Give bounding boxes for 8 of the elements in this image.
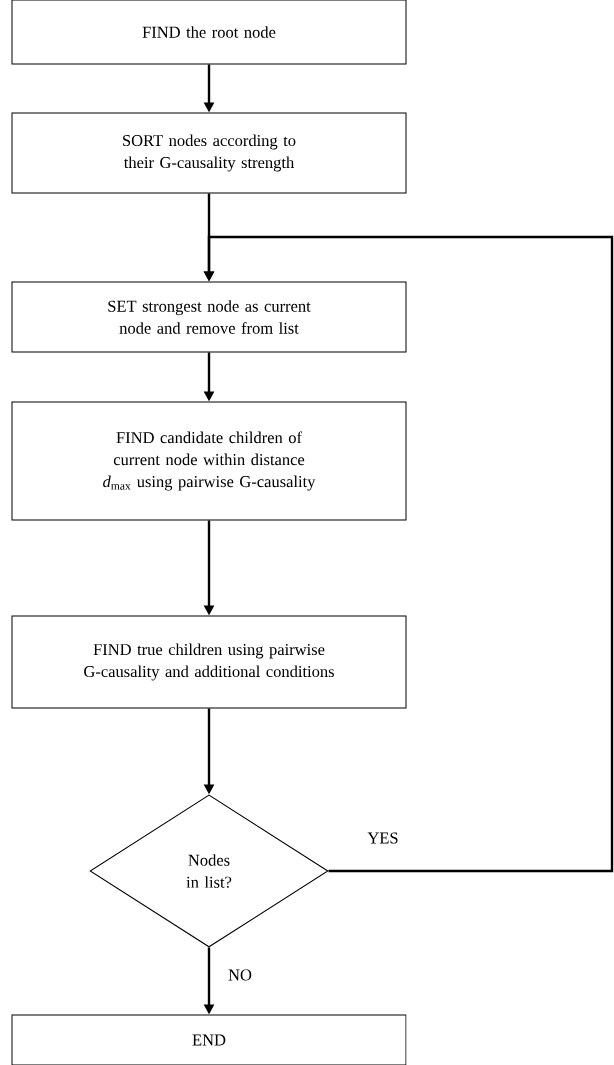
process-box: FIND candidate children of current node within distance d$_{max}$ using pairwise G-causality [11,401,407,521]
process-box: SET strongest node as current node and remove from list [11,281,407,353]
process-box: SORT nodes according to their G-causality strength [11,112,407,194]
process-box: FIND the root node [11,0,407,65]
edge-label: YES [365,830,401,846]
process-box: END [11,1014,407,1065]
edge-label: NO [226,967,254,983]
process-box: FIND true children using pairwise G-causality and additional conditions [11,615,407,709]
